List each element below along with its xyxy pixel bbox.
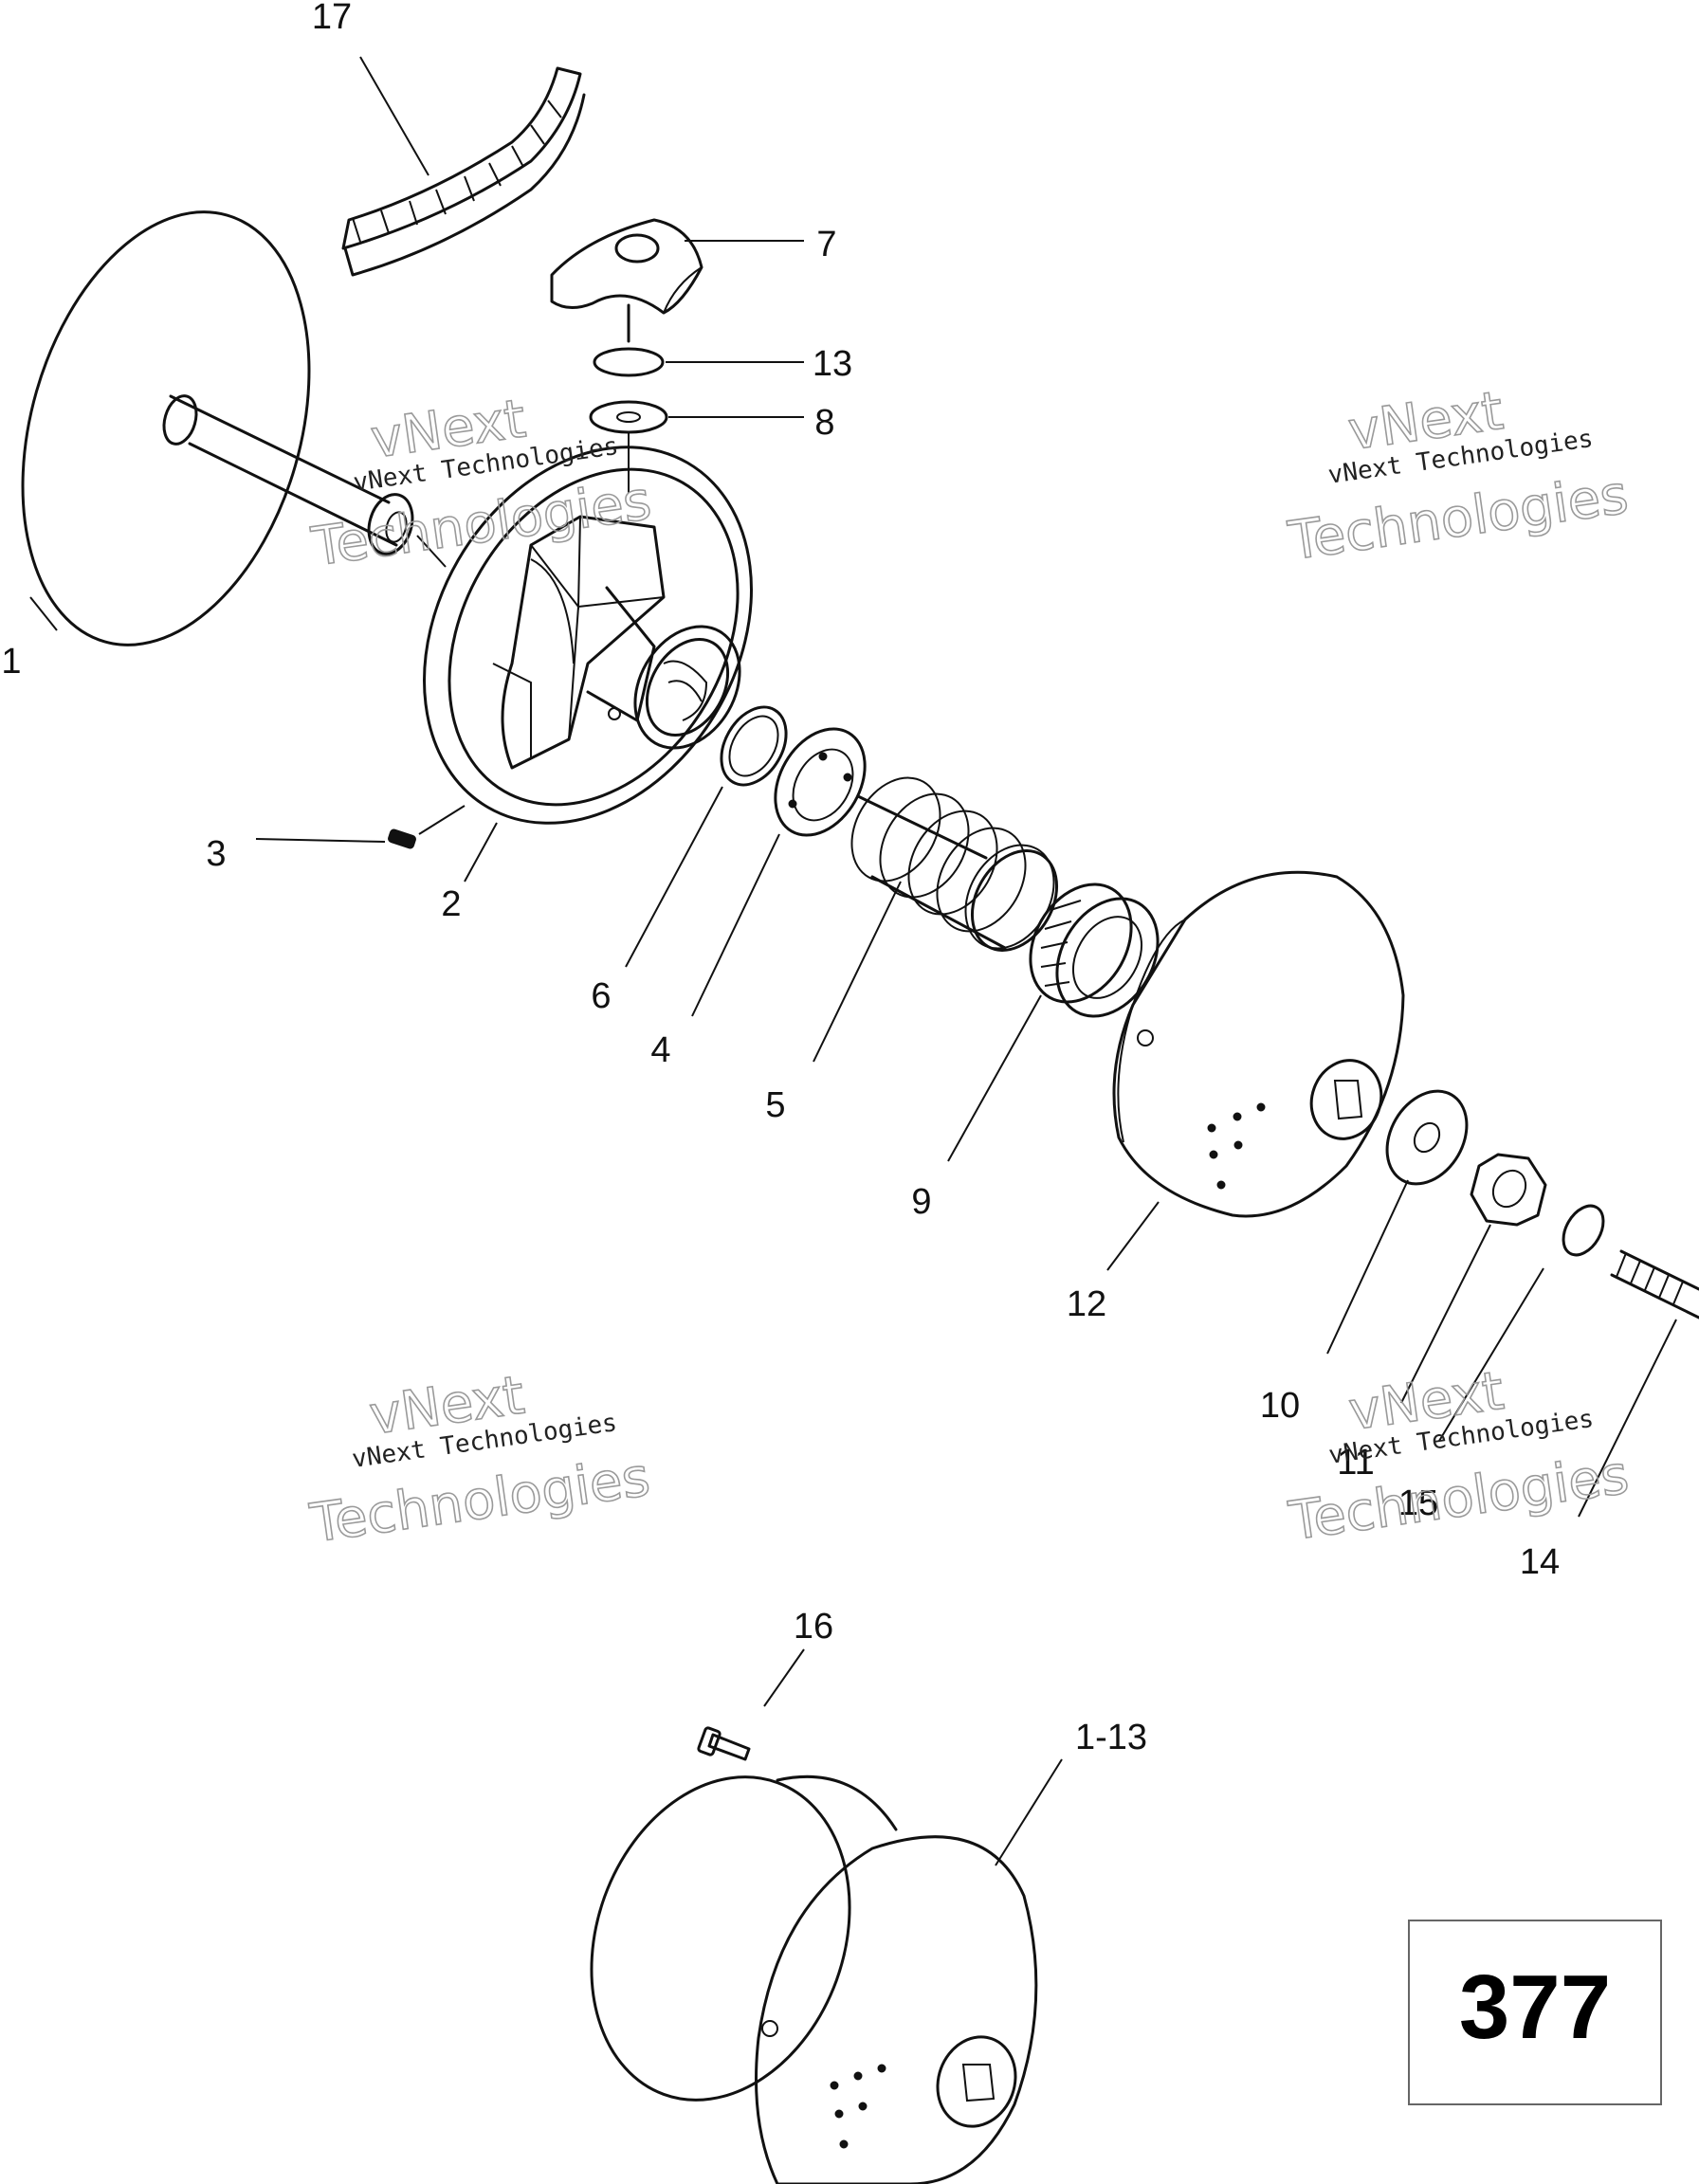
callout-7: 7 (816, 225, 836, 264)
part-8-washer (589, 400, 668, 434)
part-14-bolt (1610, 1249, 1699, 1320)
part-3-set-screw (255, 805, 466, 849)
part-13-washer (593, 347, 665, 377)
part-16-screw (697, 1726, 751, 1761)
callout-2: 2 (441, 884, 461, 924)
callout-4: 4 (650, 1030, 670, 1070)
callout-11: 11 (1337, 1443, 1374, 1483)
callout-14: 14 (1520, 1542, 1560, 1582)
callout-5: 5 (765, 1085, 785, 1125)
part-11-hex-nut (1470, 1153, 1547, 1227)
callout-17: 17 (312, 0, 352, 37)
callout-15: 15 (1398, 1483, 1438, 1523)
watermark-top-right: vNext vNext Technologies Technologies (1284, 379, 1633, 573)
callout-9: 9 (911, 1182, 931, 1222)
callout-labels: 17 7 13 8 1 3 2 6 4 5 9 12 10 11 15 14 1… (1, 0, 1560, 1757)
callout-8: 8 (814, 403, 834, 443)
part-2-sliding-sheave (423, 446, 753, 825)
part-15-lock-washer (1562, 1204, 1605, 1257)
callout-3: 3 (206, 834, 226, 874)
part-7-slider-shoe (550, 218, 703, 343)
callout-16: 16 (794, 1607, 833, 1647)
callout-1: 1 (1, 642, 21, 682)
page-number-box: 377 (1408, 1920, 1662, 2105)
part-10-washer (1385, 1089, 1469, 1186)
part-5-spring (850, 776, 1059, 952)
part-9-threaded-collar (1029, 883, 1160, 1018)
watermark-top-left: vNext vNext Technologies Technologies (307, 388, 656, 580)
leader-lines (29, 56, 1677, 1866)
callout-13: 13 (813, 344, 852, 384)
part-17-drive-belt (341, 66, 586, 277)
page-number: 377 (1459, 1956, 1611, 2058)
part-6-ring (720, 705, 788, 787)
callout-10: 10 (1260, 1386, 1300, 1426)
callout-1-13: 1-13 (1075, 1718, 1147, 1757)
callout-12: 12 (1067, 1284, 1106, 1324)
assembled-drive-pulley (590, 1774, 1038, 2184)
watermark-bottom-left: vNext vNext Technologies Technologies (305, 1364, 654, 1556)
part-12-cover (1112, 870, 1405, 1218)
watermark-bottom-right: vNext vNext Technologies Technologies (1285, 1359, 1634, 1554)
part-1-fixed-sheave (21, 210, 447, 646)
callout-6: 6 (591, 976, 611, 1016)
part-4-spring-seat (774, 727, 867, 837)
